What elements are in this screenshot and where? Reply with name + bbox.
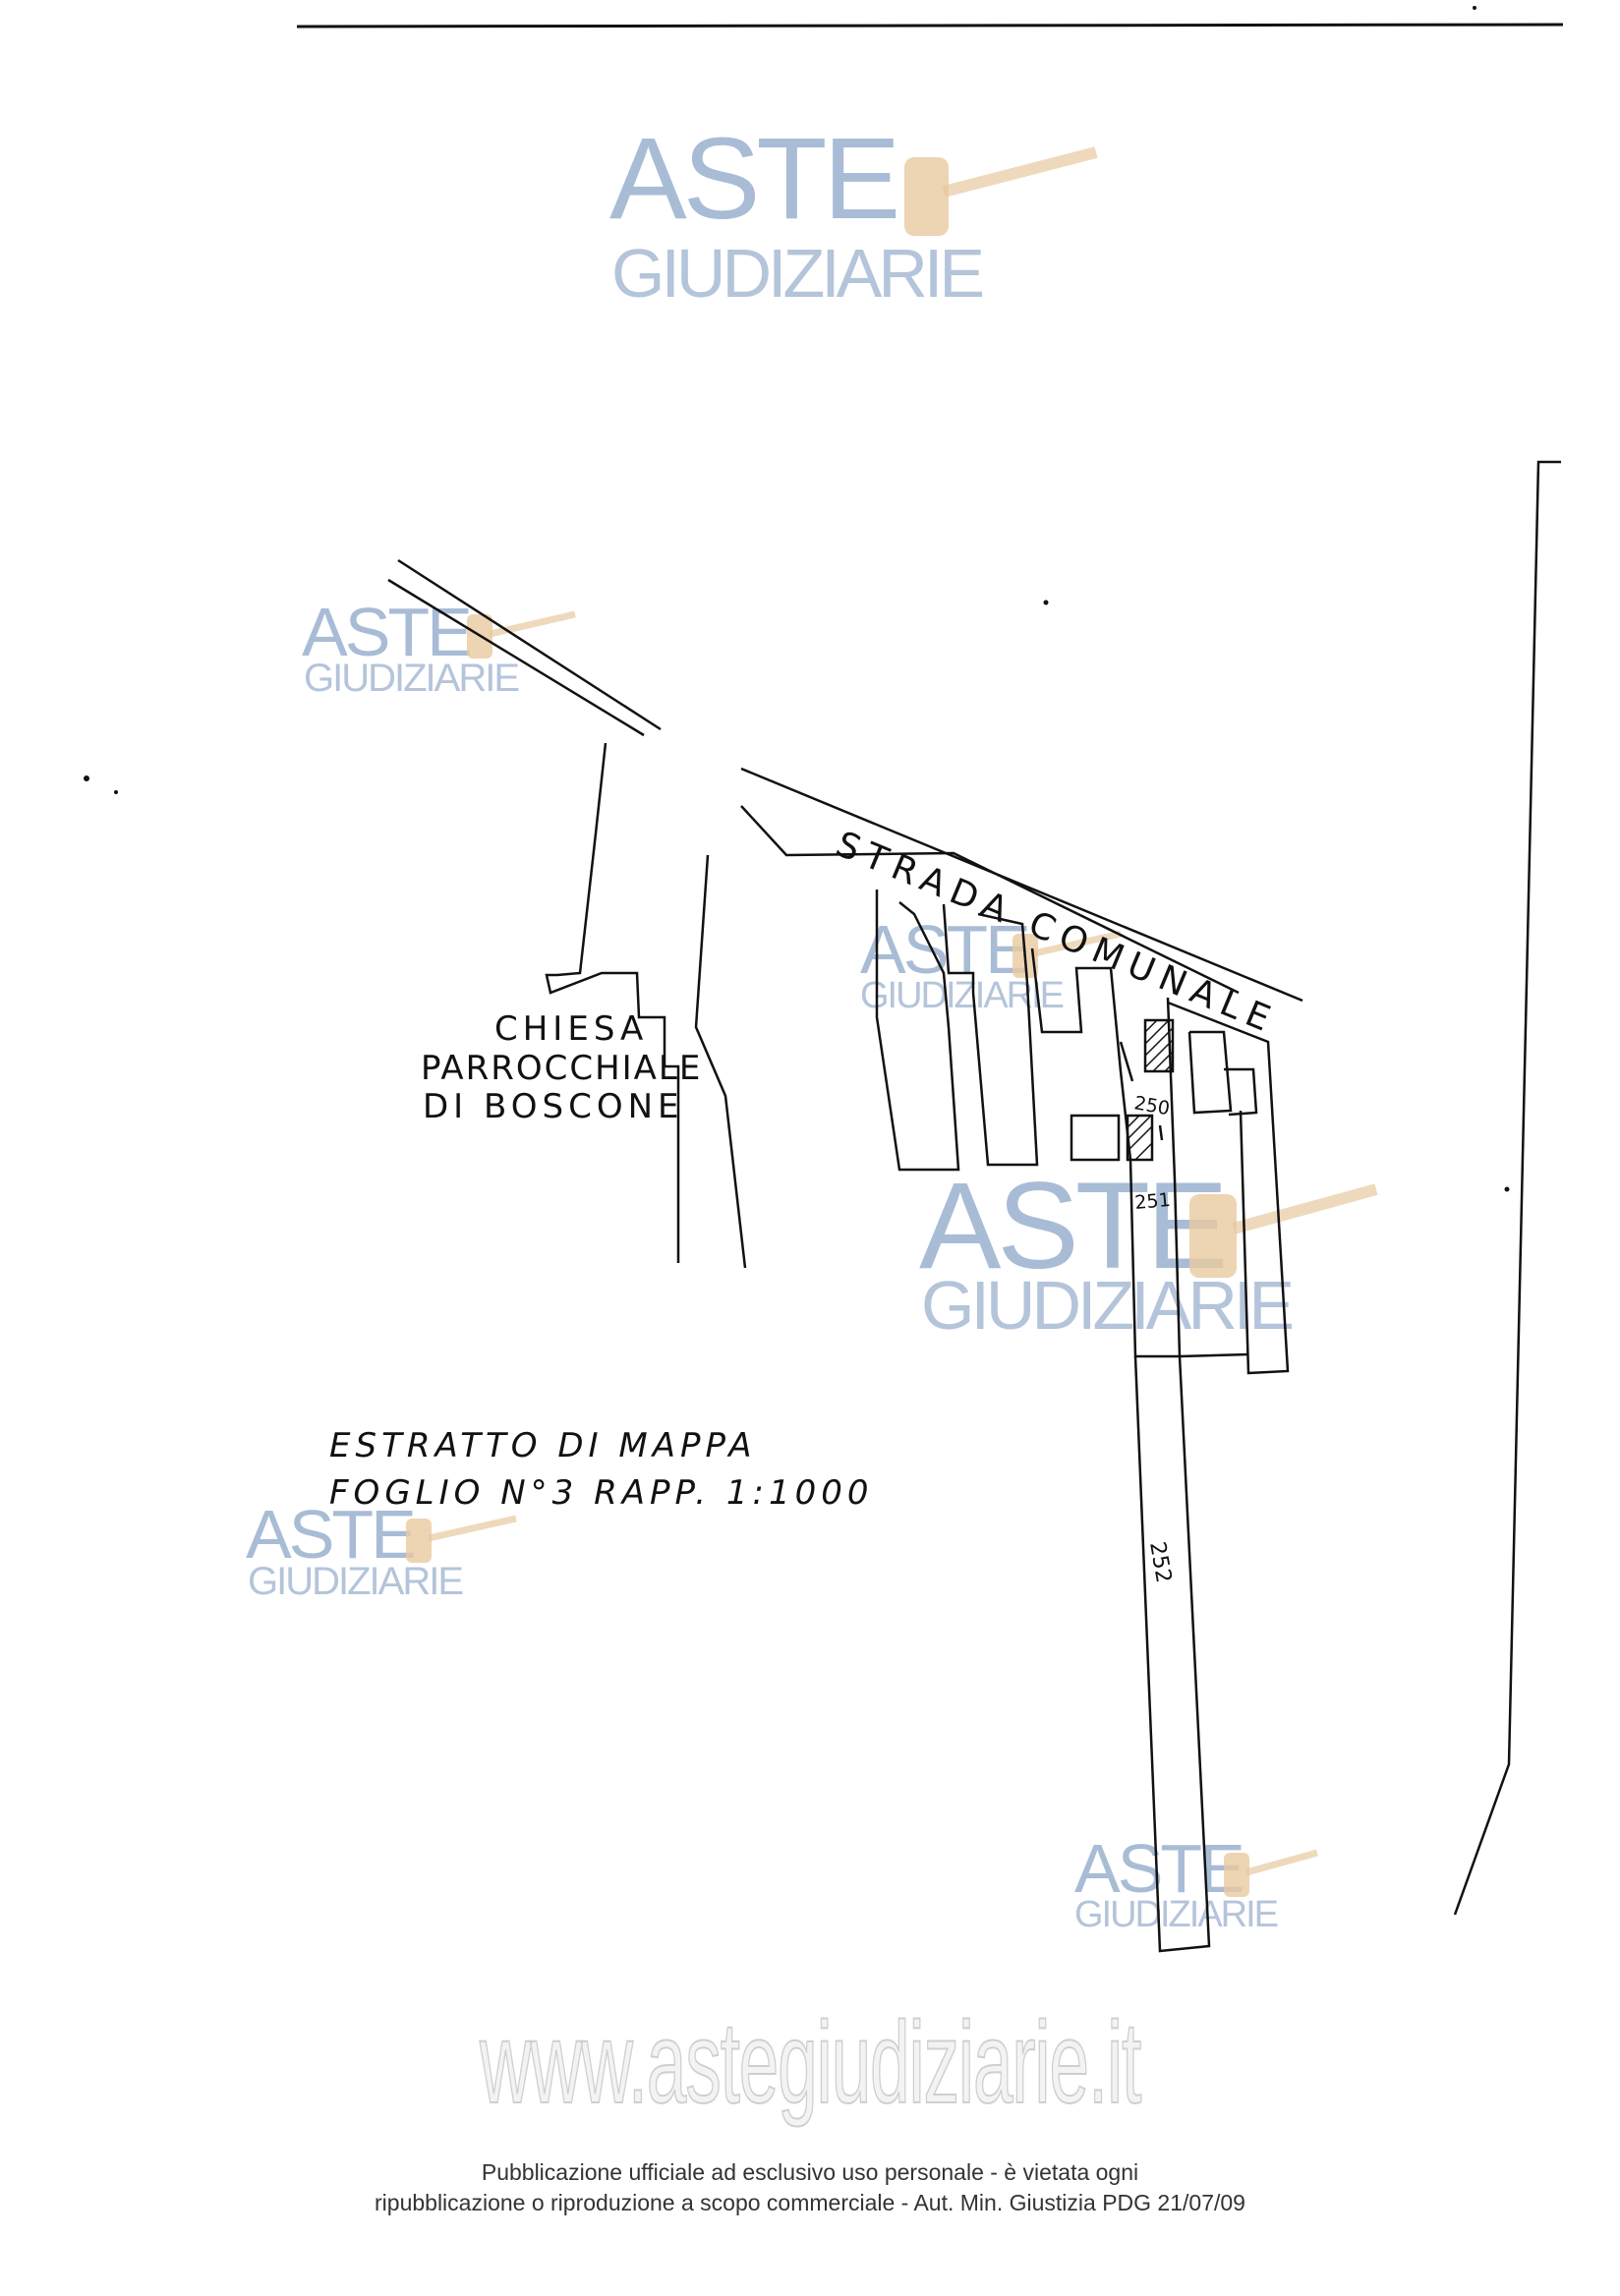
gavel-icon bbox=[1189, 1194, 1237, 1278]
footer-notice-line-1: Pubblicazione ufficiale ad esclusivo uso… bbox=[481, 2159, 1139, 2185]
svg-text:CHIESA: CHIESA bbox=[494, 1009, 648, 1049]
small-building bbox=[1070, 1114, 1121, 1162]
footer-notice-line-2: ripubblicazione o riproduzione a scopo c… bbox=[375, 2190, 1245, 2215]
scan-specks bbox=[84, 6, 1510, 1192]
watermark-logo-lower-left: ASTE GIUDIZIARIE bbox=[246, 1496, 517, 1603]
parcel-divider bbox=[1179, 1352, 1249, 1358]
gavel-icon bbox=[904, 157, 949, 236]
church-label: CHIESA PARROCCHIALE DI BOSCONE bbox=[421, 1009, 702, 1126]
hatched-parcel-251 bbox=[1126, 1114, 1154, 1162]
svg-text:ASTE: ASTE bbox=[246, 1496, 414, 1573]
svg-text:ASTE: ASTE bbox=[1074, 1830, 1243, 1907]
hatched-parcel-250 bbox=[1143, 1018, 1175, 1073]
svg-text:ASTE: ASTE bbox=[609, 114, 897, 244]
svg-text:GIUDIZIARIE: GIUDIZIARIE bbox=[1074, 1894, 1278, 1935]
east-lot-boundary bbox=[1167, 1001, 1290, 1375]
building-block-5 bbox=[1224, 1067, 1258, 1117]
building-block-3 bbox=[1030, 947, 1182, 1358]
map-linework bbox=[387, 460, 1561, 1953]
svg-text:GIUDIZIARIE: GIUDIZIARIE bbox=[248, 1560, 462, 1603]
parcel-251-label: 251 bbox=[1134, 1189, 1172, 1214]
building-block-1 bbox=[875, 890, 960, 1172]
svg-text:GIUDIZIARIE: GIUDIZIARIE bbox=[921, 1267, 1292, 1344]
gavel-icon bbox=[406, 1519, 432, 1563]
watermark-logo-center-large: ASTE GIUDIZIARIE bbox=[919, 1158, 1378, 1344]
strada-comunale-inner-edge bbox=[740, 805, 1240, 995]
road-edge-north bbox=[397, 558, 662, 731]
watermark-logo-upper-left: ASTE GIUDIZIARIE bbox=[302, 594, 576, 700]
highlighted-parcels bbox=[1126, 1018, 1175, 1162]
map-extract-caption: ESTRATTO DI MAPPA FOGLIO N°3 RAPP. 1:100… bbox=[329, 1426, 874, 1513]
strada-comunale-edge bbox=[740, 767, 1303, 1003]
svg-text:FOGLIO N°3 RAPP. 1:1000: FOGLIO N°3 RAPP. 1:1000 bbox=[329, 1473, 874, 1513]
svg-text:ASTE: ASTE bbox=[302, 594, 470, 670]
west-lot-boundary bbox=[694, 854, 747, 1269]
parcel-arrow bbox=[1119, 1041, 1134, 1082]
svg-text:DI BOSCONE: DI BOSCONE bbox=[423, 1087, 684, 1126]
watermark-logo-lower-right: ASTE GIUDIZIARIE bbox=[1074, 1830, 1318, 1935]
building-block-2 bbox=[942, 903, 1039, 1167]
road-edge-south bbox=[387, 578, 645, 737]
svg-text:GIUDIZIARIE: GIUDIZIARIE bbox=[860, 975, 1064, 1016]
parcel-252-strip bbox=[1133, 1355, 1211, 1953]
svg-text:GIUDIZIARIE: GIUDIZIARIE bbox=[611, 235, 982, 312]
parcel-252-label: 252 bbox=[1144, 1540, 1176, 1585]
church-parcel-boundary bbox=[545, 742, 680, 1263]
top-border-line bbox=[296, 23, 1564, 29]
svg-text:ESTRATTO DI MAPPA: ESTRATTO DI MAPPA bbox=[329, 1426, 757, 1465]
building-block-4 bbox=[1187, 1030, 1233, 1115]
gavel-icon bbox=[1224, 1853, 1249, 1897]
svg-text:PARROCCHIALE: PARROCCHIALE bbox=[421, 1049, 702, 1088]
svg-text:GIUDIZIARIE: GIUDIZIARIE bbox=[304, 657, 518, 700]
east-property-line bbox=[1453, 460, 1561, 1916]
footer-site-url: www.astegiudiziarie.it bbox=[479, 1998, 1142, 2128]
watermark-logo-top: ASTE GIUDIZIARIE bbox=[609, 114, 1098, 312]
